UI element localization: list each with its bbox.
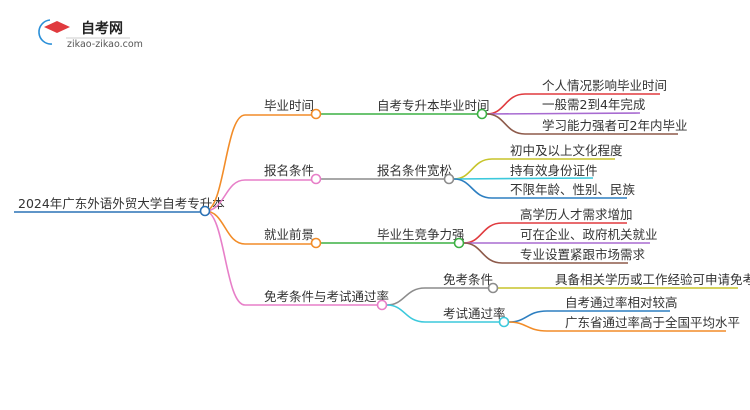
expand-toggle[interactable] — [476, 108, 488, 120]
sub-node[interactable]: 免考条件 — [443, 272, 493, 287]
leaf-node[interactable]: 高学历人才需求增加 — [520, 207, 633, 222]
graduation-cap-icon — [44, 21, 70, 33]
sub-node[interactable]: 报名条件宽松 — [377, 163, 452, 178]
leaf-node[interactable]: 专业设置紧跟市场需求 — [520, 247, 646, 262]
branch-employment[interactable]: 就业前景 — [264, 227, 314, 242]
expand-toggle[interactable] — [310, 237, 322, 249]
logo: 自考网 zikao-zikao.com — [38, 19, 143, 50]
leaf-node[interactable]: 可在企业、政府机关就业 — [520, 227, 658, 242]
logo-url: zikao-zikao.com — [67, 39, 143, 50]
logo-ring-icon — [38, 19, 53, 45]
leaf-node[interactable]: 学习能力强者可2年内毕业 — [542, 118, 687, 133]
expand-toggle[interactable] — [443, 173, 455, 185]
expand-toggle[interactable] — [487, 282, 499, 294]
leaf-node[interactable]: 一般需2到4年完成 — [542, 97, 645, 112]
sub-node[interactable]: 自考专升本毕业时间 — [377, 98, 490, 113]
logo-title: 自考网 — [81, 20, 123, 37]
leaf-node[interactable]: 不限年龄、性别、民族 — [510, 182, 636, 197]
expand-toggle[interactable] — [453, 237, 465, 249]
branch-graduation-time[interactable]: 毕业时间 — [264, 98, 314, 113]
leaf-node[interactable]: 个人情况影响毕业时间 — [542, 78, 667, 93]
leaf-node[interactable]: 自考通过率相对较高 — [565, 295, 678, 310]
branch-exemption-passrate[interactable]: 免考条件与考试通过率 — [264, 289, 389, 304]
leaf-node[interactable]: 具备相关学历或工作经验可申请免考 — [555, 272, 750, 287]
root-node[interactable]: 2024年广东外语外贸大学自考专升本 — [18, 196, 225, 211]
expand-toggle[interactable] — [310, 173, 322, 185]
root-toggle[interactable] — [199, 205, 211, 217]
expand-toggle[interactable] — [376, 299, 388, 311]
leaf-node[interactable]: 持有效身份证件 — [510, 163, 598, 178]
leaf-node[interactable]: 广东省通过率高于全国平均水平 — [565, 315, 740, 330]
leaf-node[interactable]: 初中及以上文化程度 — [510, 143, 623, 158]
sub-node[interactable]: 毕业生竞争力强 — [377, 227, 465, 242]
sub-node[interactable]: 考试通过率 — [443, 306, 506, 321]
expand-toggle[interactable] — [310, 108, 322, 120]
expand-toggle[interactable] — [498, 316, 510, 328]
branch-registration[interactable]: 报名条件 — [264, 163, 314, 178]
